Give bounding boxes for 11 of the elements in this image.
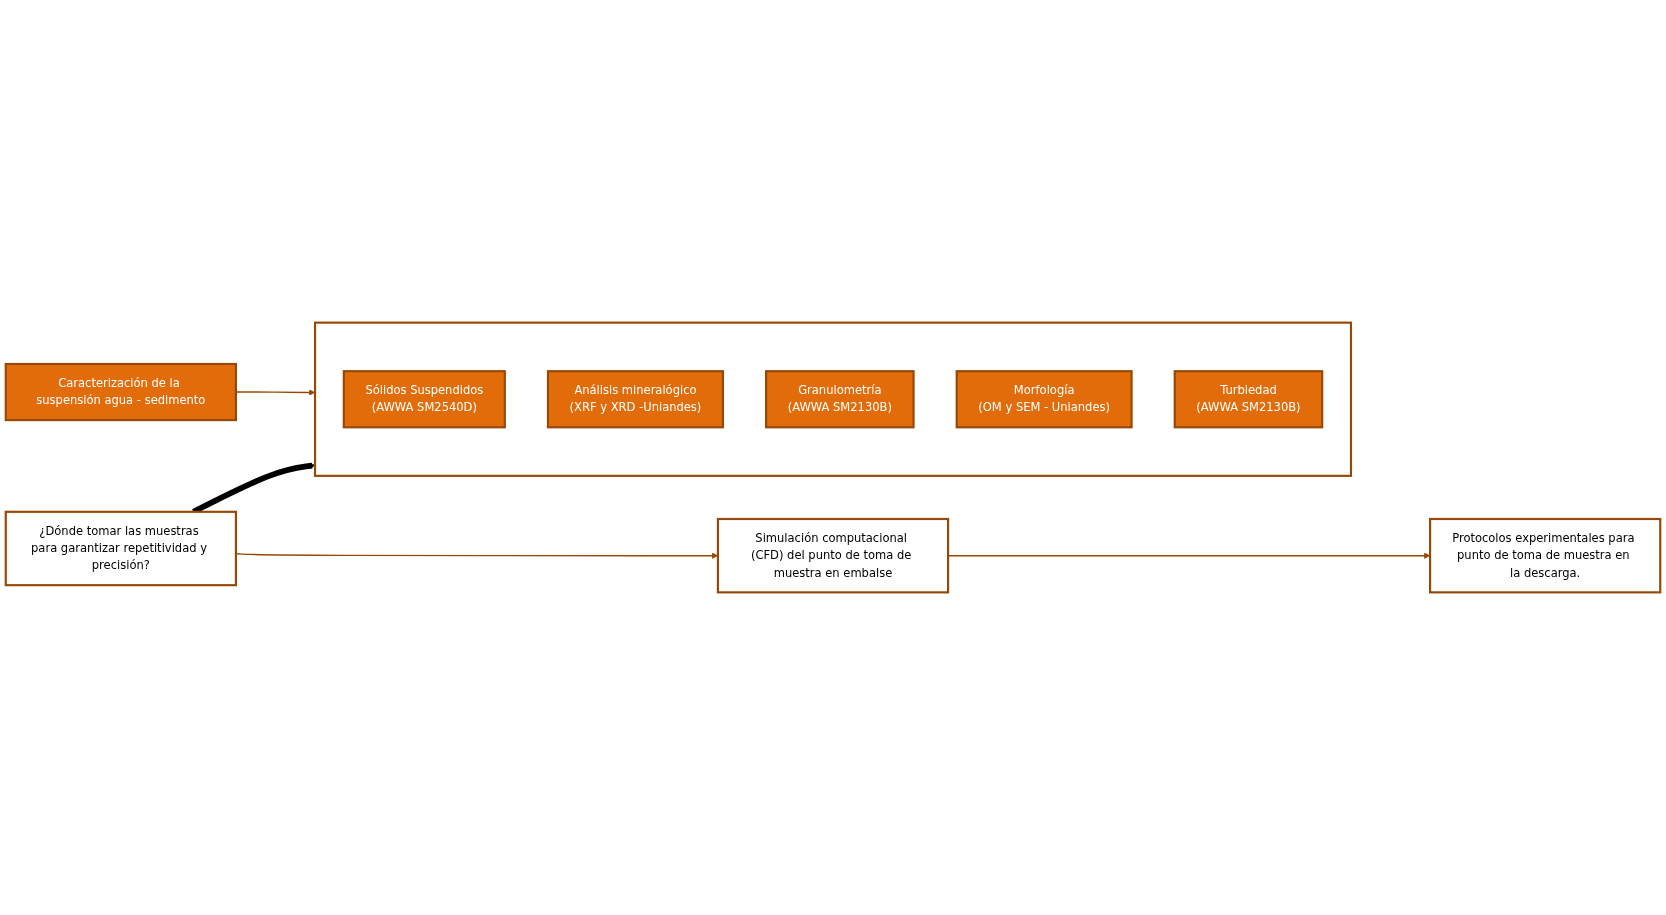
arrow — [235, 389, 316, 396]
node-box: Morfología (OM y SEM - Uniandes) — [955, 370, 1133, 429]
node-box: Granulometría (AWWA SM2130B) — [765, 370, 915, 429]
node-box: Análisis mineralógico (XRF y XRD -Uniandes) — [546, 370, 725, 429]
node-box: ¿Dónde tomar las muestras para garantizar repetitividad y precisión? — [4, 510, 237, 587]
node-box: Simulación computacional (CFD) del punto de toma de muestra en embalse — [716, 517, 950, 594]
cluster — [313, 321, 1353, 477]
node-box: Caracterización de la suspensión agua - sedimento — [4, 362, 237, 422]
node-box: Protocolos experimentales para punto de toma de muestra en la descarga. — [1429, 517, 1662, 594]
node-box: Turbiedad (AWWA SM2130B) — [1173, 370, 1324, 429]
node-box: Sólidos Suspendidos (AWWA SM2540D) — [342, 370, 506, 429]
